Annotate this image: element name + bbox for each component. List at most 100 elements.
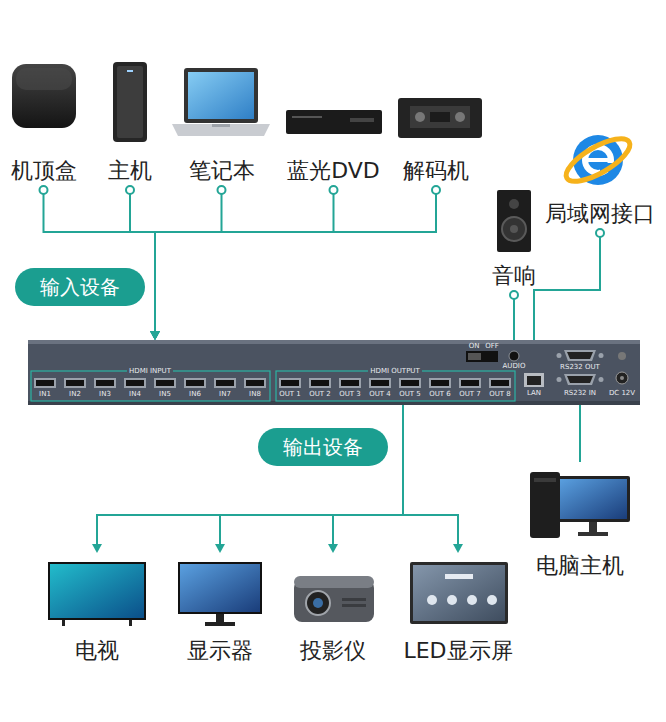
port-label: IN8 — [249, 391, 261, 398]
tv-icon — [48, 562, 146, 620]
matrix-chassis — [31, 371, 270, 401]
hdmi-port — [66, 380, 84, 386]
speaker-icon — [510, 225, 518, 233]
bluray-player-icon — [286, 110, 382, 134]
port-label: IN2 — [69, 391, 81, 398]
connector — [150, 186, 338, 340]
panel-hardware — [599, 377, 604, 382]
pill-label: 输出设备 — [258, 428, 388, 466]
port-label: LAN — [527, 390, 541, 397]
connector-dot — [510, 291, 518, 299]
hdmi-port — [431, 380, 449, 386]
device-label: 电脑主机 — [536, 552, 624, 580]
connector-line — [130, 194, 155, 332]
arrow-head — [215, 544, 225, 553]
connector-dot — [596, 229, 604, 237]
hdmi-port — [216, 380, 234, 386]
hdmi-port — [64, 378, 86, 388]
connector-dot — [218, 186, 226, 194]
pill-label: 输入设备 — [15, 268, 145, 306]
hdmi-port — [244, 378, 266, 388]
hdmi-port — [429, 378, 451, 388]
hdmi-port — [96, 380, 114, 386]
decoder-icon — [430, 112, 450, 122]
desktop-computer-icon — [559, 479, 627, 519]
connector-line — [155, 194, 222, 332]
led-screen-icon — [427, 595, 437, 605]
panel-hardware — [567, 352, 593, 359]
panel-hardware — [468, 353, 481, 360]
hdmi-port — [184, 378, 206, 388]
led-screen-icon — [413, 565, 505, 621]
matrix-chassis — [276, 371, 515, 401]
port-label: OUT 8 — [489, 391, 511, 398]
matrix-switcher: HDMI INPUTIN1IN2IN3IN4IN5IN6IN7IN8HDMI O… — [28, 340, 640, 405]
tower-pc-icon — [113, 62, 147, 142]
panel-hardware — [524, 373, 544, 387]
speaker-icon — [509, 199, 519, 209]
device-label: 投影仪 — [300, 637, 366, 665]
set-top-box-icon — [16, 68, 72, 90]
device-label: 机顶盒 — [11, 157, 77, 185]
port-label: OUT 6 — [429, 391, 451, 398]
hdmi-port — [246, 380, 264, 386]
tower-pc-icon — [113, 62, 147, 142]
device-label: 电视 — [75, 637, 119, 665]
connector-dot — [126, 186, 134, 194]
device-box: 笔记本 — [168, 58, 275, 185]
speaker-icon — [502, 217, 526, 241]
connector-line — [155, 194, 334, 332]
hdmi-port — [311, 380, 329, 386]
tv-icon — [48, 562, 146, 626]
set-top-box-icon — [12, 64, 76, 128]
hdmi-port — [461, 380, 479, 386]
connector-line — [403, 405, 458, 545]
desktop-computer-icon — [556, 476, 630, 522]
connector — [150, 186, 226, 340]
hdmi-port — [309, 378, 331, 388]
led-screen-icon — [410, 562, 508, 624]
decoder-icon — [415, 112, 425, 122]
device-label: 显示器 — [187, 637, 253, 665]
decoder-icon — [410, 106, 470, 128]
arrow-head — [328, 544, 338, 553]
arrow-head — [150, 331, 160, 340]
port-label: HDMI OUTPUT — [368, 368, 422, 375]
desktop-computer-icon — [578, 532, 608, 536]
decoder-icon — [398, 98, 482, 138]
connector — [40, 186, 161, 340]
hdmi-port — [34, 378, 56, 388]
port-label: IN6 — [189, 391, 201, 398]
panel-hardware — [557, 377, 562, 382]
connector-dot — [330, 186, 338, 194]
desktop-computer-icon — [534, 478, 556, 482]
monitor-icon — [205, 622, 235, 626]
port-label: IN5 — [159, 391, 171, 398]
internet-icon — [586, 158, 610, 162]
decoder-icon — [398, 98, 482, 138]
port-label: OUT 1 — [279, 391, 301, 398]
port-label: IN1 — [39, 391, 51, 398]
hdmi-port — [339, 378, 361, 388]
device-label: LED显示屏 — [403, 637, 512, 665]
matrix-chassis — [28, 340, 640, 405]
arrow-head — [150, 331, 160, 340]
port-label: OUT 4 — [369, 391, 391, 398]
device-box: 音响 — [488, 185, 540, 290]
pill-text: 输入设备 — [40, 275, 120, 299]
projector-icon — [342, 598, 366, 601]
port-label: OUT 7 — [459, 391, 481, 398]
panel-hardware — [564, 374, 596, 385]
matrix-chassis — [28, 401, 640, 405]
hdmi-port — [34, 378, 511, 388]
port-label: OUT 5 — [399, 391, 421, 398]
projector-icon — [294, 576, 374, 588]
port-label: OFF — [485, 343, 499, 350]
pill-text: 输出设备 — [283, 435, 363, 459]
port-label: OUT 3 — [339, 391, 361, 398]
laptop-icon — [172, 68, 270, 136]
port-label: IN4 — [129, 391, 141, 398]
monitor-icon — [180, 564, 260, 612]
hdmi-port — [279, 378, 301, 388]
